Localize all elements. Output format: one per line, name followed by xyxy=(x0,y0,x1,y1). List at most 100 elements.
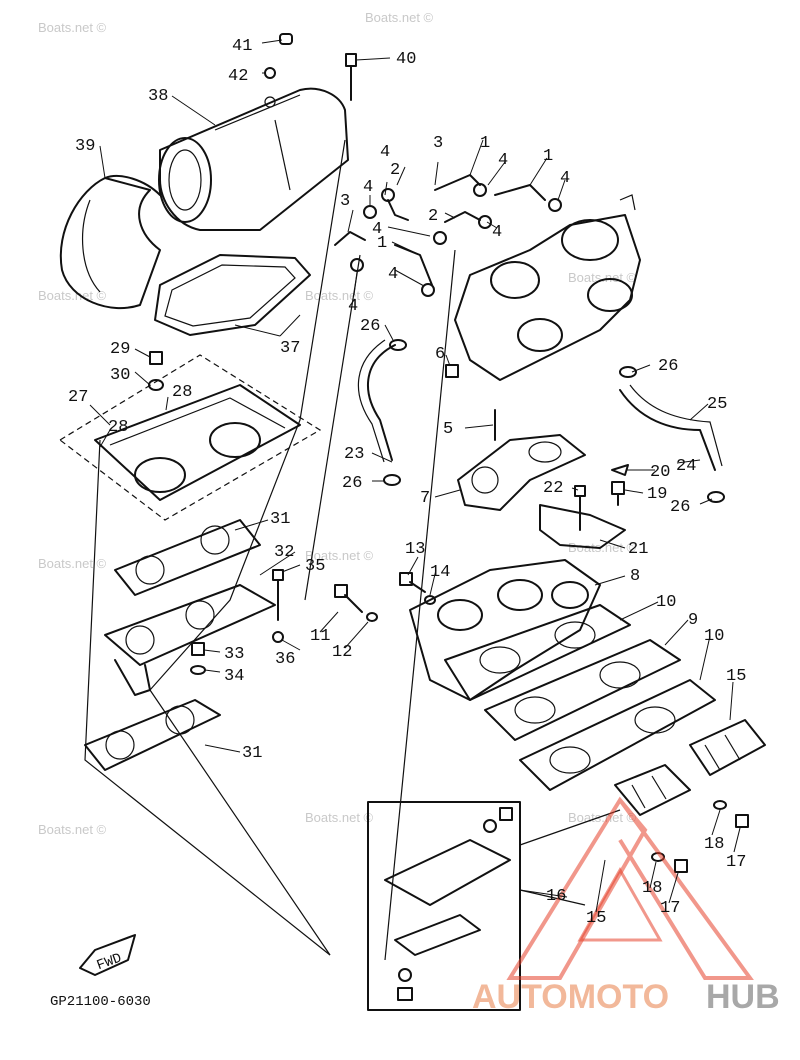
assembly-lines xyxy=(84,139,456,961)
callout-42: 42 xyxy=(228,67,248,86)
callout-33: 33 xyxy=(224,645,244,664)
callout-36: 36 xyxy=(275,650,295,669)
leader-lines xyxy=(89,39,741,913)
arrester-housing-27 xyxy=(58,351,322,521)
fasteners-33-36 xyxy=(190,569,284,675)
plate-9 xyxy=(484,639,681,741)
reed-valve-15-right xyxy=(689,719,766,776)
fwd-arrow-icon: FWD xyxy=(79,934,136,976)
callout-6: 6 xyxy=(435,345,445,364)
callout-2: 2 xyxy=(428,207,438,226)
callout-19: 19 xyxy=(647,485,667,504)
callout-31: 31 xyxy=(270,510,290,529)
callout-27: 27 xyxy=(68,388,88,407)
reed-valve-15-left xyxy=(614,764,691,816)
callout-26: 26 xyxy=(658,357,678,376)
callout-14: 14 xyxy=(430,563,450,582)
bolt-11 xyxy=(334,584,363,613)
callout-35: 35 xyxy=(305,557,325,576)
callout-25: 25 xyxy=(707,395,727,414)
callout-4: 4 xyxy=(372,220,382,239)
callout-32: 32 xyxy=(274,543,294,562)
bolt-22 xyxy=(574,485,586,531)
gasket-10-lower xyxy=(519,679,716,791)
callout-4: 4 xyxy=(388,265,398,284)
watermark-text: Boats.net © xyxy=(38,20,107,35)
callout-15: 15 xyxy=(726,667,746,686)
callout-41: 41 xyxy=(232,37,252,56)
callout-15: 15 xyxy=(586,909,606,928)
callout-7: 7 xyxy=(420,489,430,508)
watermark-text: Boats.net © xyxy=(38,288,107,303)
callout-26: 26 xyxy=(342,474,362,493)
intake-duct-39 xyxy=(59,175,161,310)
callout-21: 21 xyxy=(628,540,648,559)
automotohub-logo: AUTOMOTO HUB xyxy=(472,796,780,1016)
clamps-26 xyxy=(383,339,725,503)
callout-34: 34 xyxy=(224,667,244,686)
callout-8: 8 xyxy=(630,567,640,586)
callout-31: 31 xyxy=(242,744,262,763)
callout-12: 12 xyxy=(332,643,352,662)
callout-29: 29 xyxy=(110,340,130,359)
watermark-text: Boats.net © xyxy=(305,288,374,303)
watermark-text: Boats.net © xyxy=(305,810,374,825)
diagram-code: GP21100-6030 xyxy=(50,994,151,1010)
callout-16: 16 xyxy=(546,887,566,906)
callout-9: 9 xyxy=(688,611,698,630)
stud-5-nut-6 xyxy=(445,364,496,441)
callout-23: 23 xyxy=(344,445,364,464)
bracket-21 xyxy=(539,504,626,549)
callout-30: 30 xyxy=(110,366,130,385)
gasket-31-upper xyxy=(114,519,261,596)
callout-18: 18 xyxy=(642,879,662,898)
callout-13: 13 xyxy=(405,540,425,559)
gasket-37 xyxy=(154,254,311,336)
watermark-text: Boats.net © xyxy=(305,548,374,563)
logo-text-hub: HUB xyxy=(706,978,780,1016)
hose-25 xyxy=(619,384,723,471)
callout-10: 10 xyxy=(656,593,676,612)
watermark-text: Boats.net © xyxy=(365,10,434,25)
callout-1: 1 xyxy=(543,147,553,166)
gasket-31-lower xyxy=(84,699,221,771)
callout-11: 11 xyxy=(310,627,330,646)
callout-28: 28 xyxy=(172,383,192,402)
callout-4: 4 xyxy=(363,178,373,197)
hose-23 xyxy=(357,339,396,463)
callout-37: 37 xyxy=(280,339,300,358)
carburetor-assembly xyxy=(454,194,641,381)
callout-10: 10 xyxy=(704,627,724,646)
callout-40: 40 xyxy=(396,50,416,69)
callout-4: 4 xyxy=(492,223,502,242)
callout-1: 1 xyxy=(377,234,387,253)
gasket-10-upper xyxy=(444,604,631,701)
fitting-19-20 xyxy=(611,464,629,506)
washer-42 xyxy=(264,67,276,79)
silencer-38 xyxy=(158,87,349,231)
callout-38: 38 xyxy=(148,87,168,106)
callout-26: 26 xyxy=(360,317,380,336)
watermark-layer: Boats.net © Boats.net © Boats.net © Boat… xyxy=(38,10,637,837)
plate-32 xyxy=(104,584,276,696)
callout-22: 22 xyxy=(543,479,563,498)
callout-39: 39 xyxy=(75,137,95,156)
callout-4: 4 xyxy=(560,169,570,188)
callout-4: 4 xyxy=(380,143,390,162)
screw-17 xyxy=(674,814,749,873)
cap-41 xyxy=(279,33,293,45)
callout-17: 17 xyxy=(726,853,746,872)
gasket-7 xyxy=(457,434,586,511)
intake-manifold-8 xyxy=(409,559,601,701)
callout-17: 17 xyxy=(660,899,680,918)
callout-18: 18 xyxy=(704,835,724,854)
callout-24: 24 xyxy=(676,457,696,476)
callout-5: 5 xyxy=(443,420,453,439)
watermark-text: Boats.net © xyxy=(568,270,637,285)
callout-1: 1 xyxy=(480,134,490,153)
bolt-13 xyxy=(399,572,426,593)
detail-box-16 xyxy=(367,801,621,1011)
washer-14 xyxy=(424,595,436,605)
callout-2: 2 xyxy=(390,161,400,180)
